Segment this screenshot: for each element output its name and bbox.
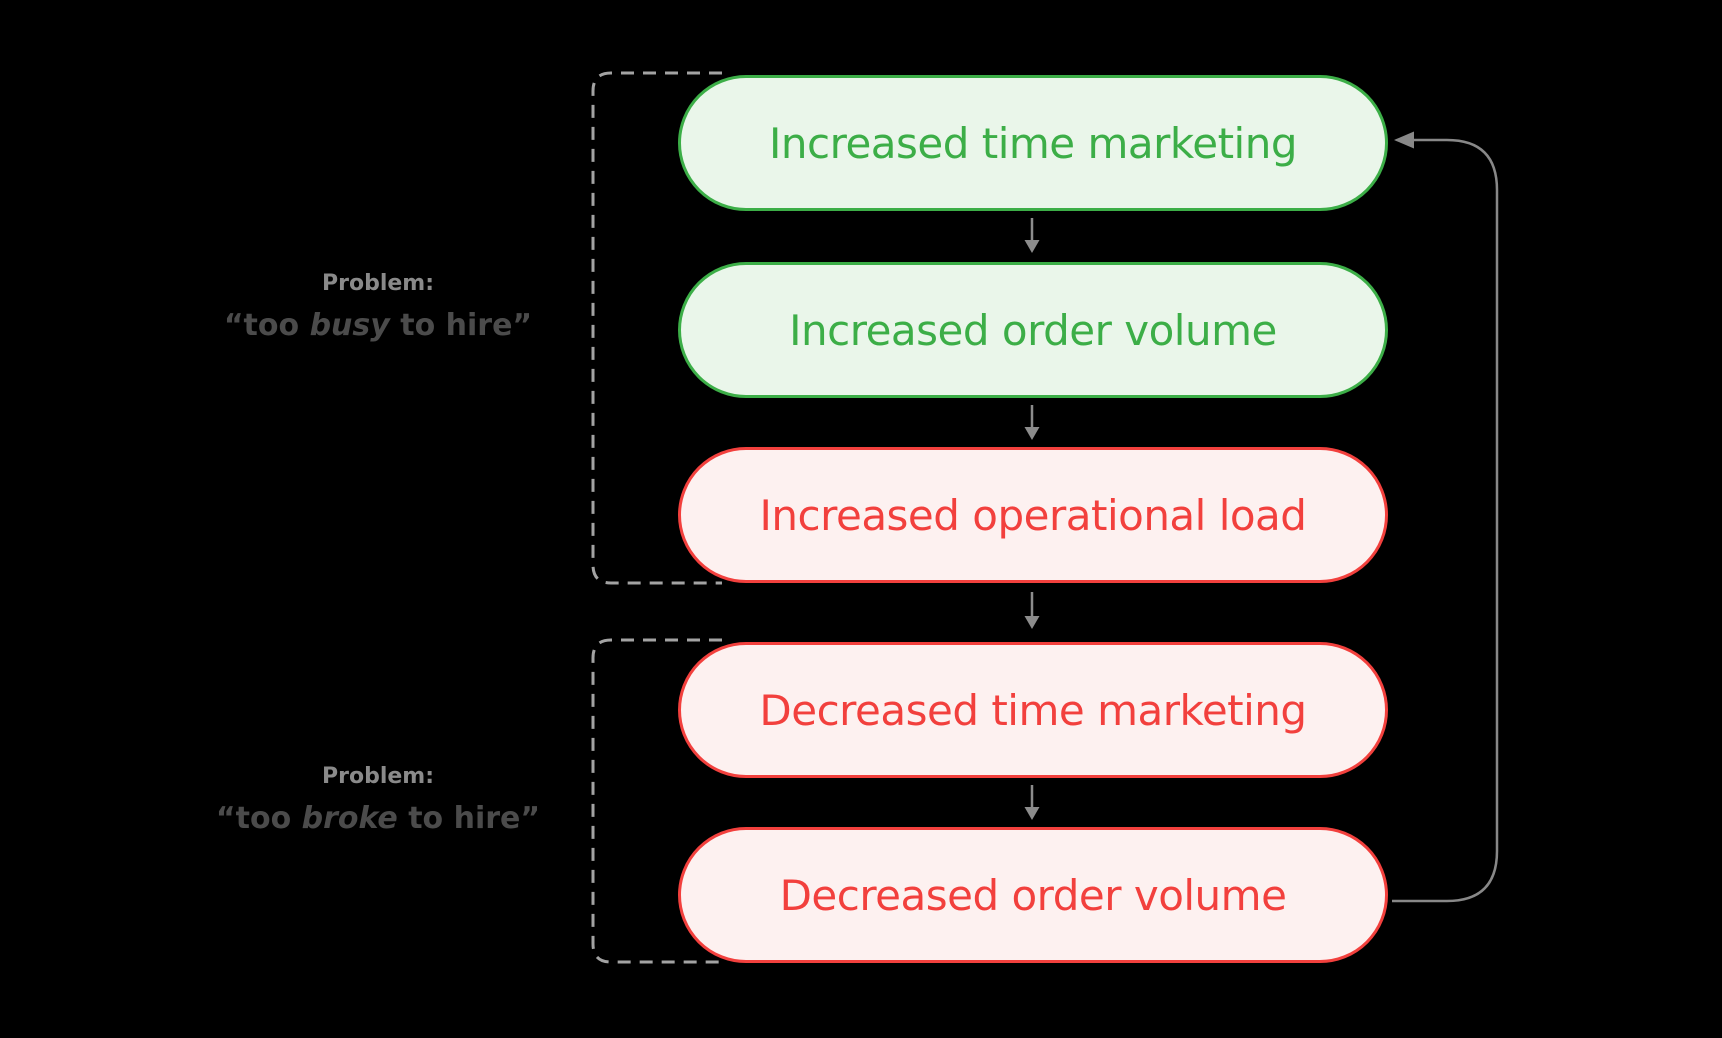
problem-quote: “too broke to hire” xyxy=(178,799,578,839)
dashed-group-bracket-busy xyxy=(591,71,722,585)
node-label: Decreased time marketing xyxy=(759,685,1307,735)
quote-suffix: to hire” xyxy=(389,308,533,343)
quote-prefix: “too xyxy=(223,308,310,343)
quote-suffix: to hire” xyxy=(397,801,541,836)
node-decreased-order-volume: Decreased order volume xyxy=(678,827,1388,963)
node-decreased-time-marketing: Decreased time marketing xyxy=(678,642,1388,778)
node-label: Decreased order volume xyxy=(779,870,1287,920)
problem-label-broke: Problem: “too broke to hire” xyxy=(178,763,578,839)
node-label: Increased time marketing xyxy=(769,118,1298,168)
quote-emphasis: broke xyxy=(301,801,398,836)
dashed-group-bracket-broke xyxy=(591,638,722,964)
node-label: Increased operational load xyxy=(759,490,1307,540)
node-increased-time-marketing: Increased time marketing xyxy=(678,75,1388,211)
quote-prefix: “too xyxy=(215,801,302,836)
problem-title: Problem: xyxy=(321,271,435,296)
node-increased-order-volume: Increased order volume xyxy=(678,262,1388,398)
down-arrow-icon xyxy=(1024,785,1040,820)
node-label: Increased order volume xyxy=(789,305,1277,355)
problem-label-busy: Problem: “too busy to hire” xyxy=(178,270,578,346)
down-arrow-icon xyxy=(1024,218,1040,253)
down-arrow-icon xyxy=(1024,405,1040,440)
node-increased-operational-load: Increased operational load xyxy=(678,447,1388,583)
quote-emphasis: busy xyxy=(309,308,390,343)
problem-quote: “too busy to hire” xyxy=(178,306,578,346)
feedback-loop-arrow xyxy=(1392,131,1499,903)
down-arrow-icon xyxy=(1024,592,1040,629)
problem-title: Problem: xyxy=(321,764,435,789)
